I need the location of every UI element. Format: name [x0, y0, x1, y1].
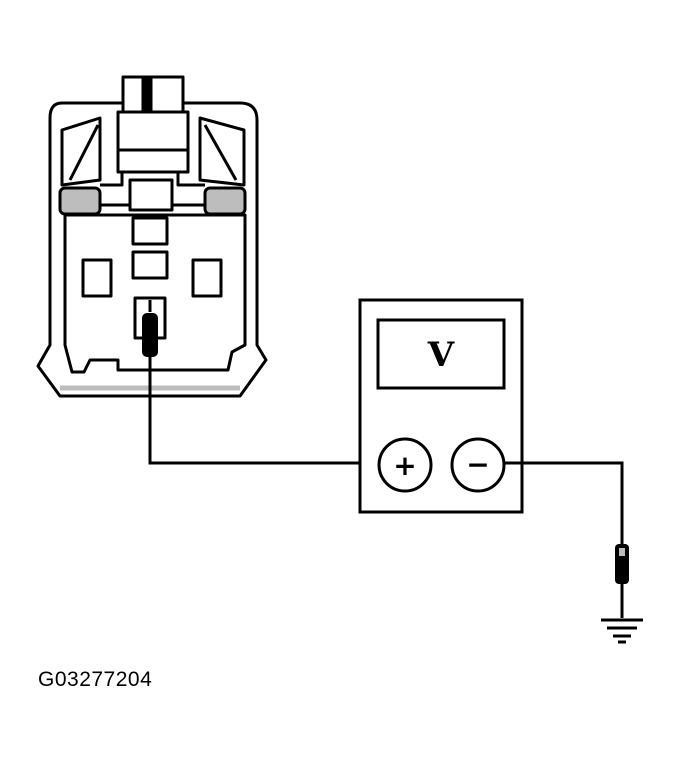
negative-terminal-label: − [466, 448, 489, 481]
voltmeter-display [376, 318, 506, 390]
positive-lead-wire [148, 356, 378, 465]
ground-symbol-icon [601, 618, 643, 644]
negative-terminal[interactable] [450, 437, 506, 493]
ground-probe-icon [615, 544, 629, 618]
positive-terminal-label: + [393, 449, 416, 482]
electrical-connector-icon [36, 75, 268, 398]
voltmeter: V + − [358, 298, 524, 514]
figure-reference-id: G03277204 [38, 668, 153, 691]
positive-terminal[interactable] [377, 437, 433, 493]
negative-lead-wire [504, 461, 624, 546]
voltmeter-display-symbol: V [427, 335, 455, 375]
